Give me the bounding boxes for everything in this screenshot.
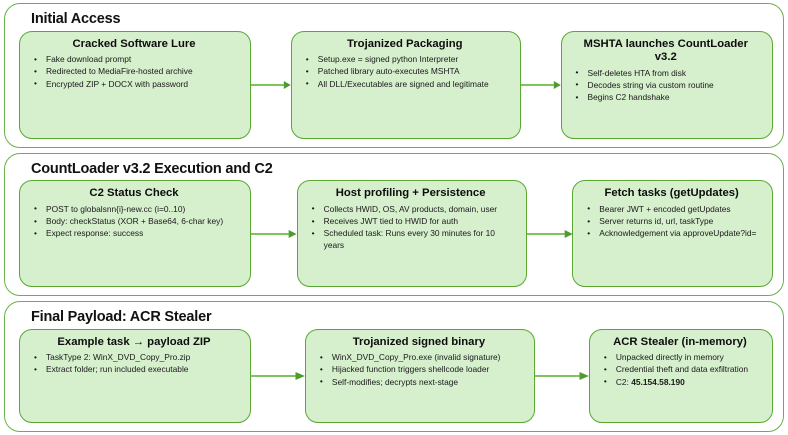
- node-bullets: WinX_DVD_Copy_Pro.exe (invalid signature…: [312, 351, 526, 388]
- arrow-connector: [251, 329, 305, 423]
- list-item: Begins C2 handshake: [574, 91, 762, 103]
- node-trojanized-signed-binary[interactable]: Trojanized signed binary WinX_DVD_Copy_P…: [304, 328, 535, 424]
- section-title: Final Payload: ACR Stealer: [31, 308, 212, 325]
- node-bullets: TaskType 2: WinX_DVD_Copy_Pro.zip Extrac…: [26, 351, 242, 376]
- list-item: Fake download prompt: [32, 53, 240, 65]
- node-title: Trojanized signed binary: [352, 335, 486, 348]
- arrow-right-icon: [526, 229, 573, 238]
- list-item: Expect response: success: [32, 227, 240, 239]
- node-acr-stealer-in-memory[interactable]: ACR Stealer (in-memory) Unpacked directl…: [588, 328, 773, 424]
- node-bullets: Unpacked directly in memory Credential t…: [596, 351, 764, 388]
- node-host-profiling-persistence[interactable]: Host profiling + Persistence Collects HW…: [296, 180, 527, 287]
- arrow-connector: [526, 180, 573, 287]
- node-bullets: Setup.exe = signed python Interpreter Pa…: [298, 53, 512, 90]
- node-example-task-payload-zip[interactable]: Example task → payload ZIP TaskType 2: W…: [19, 328, 251, 424]
- list-item: Acknowledgement via approveUpdate?id=: [585, 227, 762, 239]
- list-item: Patched library auto-executes MSHTA: [304, 65, 510, 77]
- section-initial-access: Initial Access Cracked Software Lure Fak…: [4, 3, 784, 148]
- list-item: Credential theft and data exfiltration: [602, 363, 762, 375]
- list-item: Self-modifies; decrypts next-stage: [318, 375, 524, 388]
- node-row: Cracked Software Lure Fake download prom…: [19, 30, 773, 139]
- node-bullets: Fake download prompt Redirected to Media…: [26, 53, 242, 90]
- arrow-connector: [534, 329, 589, 423]
- node-title: Example task → payload ZIP: [57, 335, 211, 348]
- node-title: Fetch tasks (getUpdates): [604, 187, 739, 200]
- node-mshta-launches-countloader[interactable]: MSHTA launches CountLoader v3.2 Self-del…: [560, 30, 773, 139]
- node-title: Trojanized Packaging: [347, 37, 463, 50]
- node-cracked-software-lure[interactable]: Cracked Software Lure Fake download prom…: [19, 30, 251, 139]
- arrow-right-icon: [251, 371, 305, 380]
- arrow-right-icon: [534, 371, 589, 380]
- arrow-right-icon: [251, 80, 291, 89]
- node-fetch-tasks-getupdates[interactable]: Fetch tasks (getUpdates) Bearer JWT + en…: [572, 180, 774, 287]
- list-item: Self-deletes HTA from disk: [574, 66, 762, 79]
- list-item: Decodes string via custom routine: [574, 78, 762, 91]
- arrow-connector: [251, 180, 297, 287]
- node-row: Example task → payload ZIP TaskType 2: W…: [19, 328, 773, 424]
- list-item: Redirected to MediaFire-hosted archive: [32, 65, 240, 77]
- list-item: Encrypted ZIP + DOCX with password: [32, 77, 240, 90]
- list-item: WinX_DVD_Copy_Pro.exe (invalid signature…: [318, 351, 524, 363]
- node-c2-status-check[interactable]: C2 Status Check POST to globalsnn{i}-new…: [19, 180, 251, 287]
- list-item: Collects HWID, OS, AV products, domain, …: [310, 202, 516, 215]
- node-row: C2 Status Check POST to globalsnn{i}-new…: [19, 180, 774, 287]
- arrow-right-icon: [251, 229, 297, 238]
- list-item: Hijacked function triggers shellcode loa…: [318, 363, 524, 375]
- list-item: POST to globalsnn{i}-new.cc (i=0..10): [32, 202, 240, 215]
- list-item-c2-address: C2: 45.154.58.190: [602, 375, 762, 388]
- node-bullets: Collects HWID, OS, AV products, domain, …: [304, 202, 518, 252]
- section-countloader-execution-c2: CountLoader v3.2 Execution and C2 C2 Sta…: [4, 152, 784, 296]
- section-final-payload-acr-stealer: Final Payload: ACR Stealer Example task …: [4, 300, 784, 433]
- list-item: Bearer JWT + encoded getUpdates: [585, 202, 762, 215]
- node-title: ACR Stealer (in-memory): [613, 335, 747, 348]
- arrow-connector: [251, 31, 291, 139]
- list-item: Unpacked directly in memory: [602, 351, 762, 363]
- node-bullets: Self-deletes HTA from disk Decodes strin…: [568, 66, 764, 104]
- node-title: Cracked Software Lure: [72, 37, 196, 50]
- list-item: All DLL/Executables are signed and legit…: [304, 77, 510, 90]
- list-item: Scheduled task: Runs every 30 minutes fo…: [310, 227, 516, 251]
- section-title: CountLoader v3.2 Execution and C2: [31, 160, 273, 177]
- node-title: MSHTA launches CountLoader v3.2: [583, 37, 748, 64]
- list-item: TaskType 2: WinX_DVD_Copy_Pro.zip: [32, 351, 240, 363]
- section-title: Initial Access: [31, 11, 121, 27]
- node-title: Host profiling + Persistence: [335, 187, 486, 200]
- list-item: Server returns id, url, taskType: [585, 215, 762, 227]
- arrow-connector: [520, 31, 561, 139]
- list-item: Body: checkStatus (XOR + Base64, 6-char …: [32, 215, 240, 227]
- node-trojanized-packaging[interactable]: Trojanized Packaging Setup.exe = signed …: [290, 30, 521, 139]
- node-bullets: POST to globalsnn{i}-new.cc (i=0..10) Bo…: [26, 202, 242, 240]
- list-item: Receives JWT tied to HWID for auth: [310, 215, 516, 227]
- list-item: Extract folder; run included executable: [32, 363, 240, 375]
- list-item: Setup.exe = signed python Interpreter: [304, 53, 510, 65]
- node-bullets: Bearer JWT + encoded getUpdates Server r…: [579, 202, 764, 240]
- arrow-right-icon: [520, 80, 561, 89]
- node-title: C2 Status Check: [89, 187, 179, 200]
